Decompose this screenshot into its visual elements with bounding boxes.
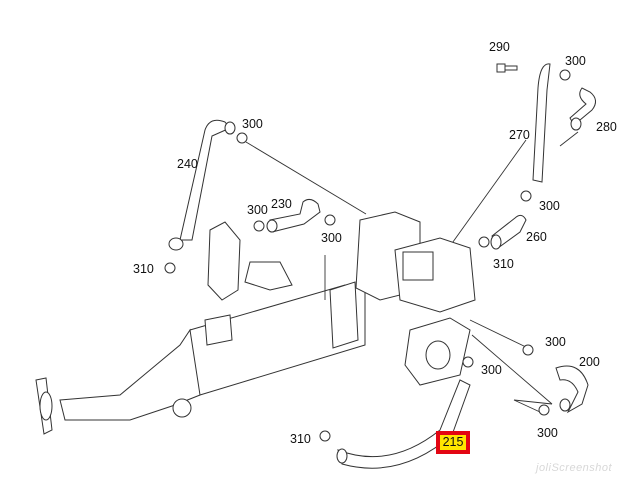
callout-300: 300 xyxy=(247,203,268,217)
hose-clamp-icons xyxy=(164,69,571,442)
callout-300: 300 xyxy=(481,363,502,377)
leader-line xyxy=(559,131,579,147)
leader-line xyxy=(513,399,541,413)
hose-230 xyxy=(269,198,321,233)
hose-280 xyxy=(569,87,596,126)
leader-line xyxy=(245,141,367,215)
callout-300: 300 xyxy=(321,231,342,245)
callout-290: 290 xyxy=(489,40,510,54)
highlighted-part-label: 215 xyxy=(440,435,466,450)
callout-240: 240 xyxy=(177,157,198,171)
callout-310: 310 xyxy=(133,262,154,276)
callout-270: 270 xyxy=(509,128,530,142)
hose-270 xyxy=(532,63,551,183)
egr-valve xyxy=(207,211,476,386)
callout-280: 280 xyxy=(596,120,617,134)
callout-230: 230 xyxy=(271,197,292,211)
hose-240 xyxy=(179,119,231,241)
callout-260: 260 xyxy=(526,230,547,244)
hose-215 xyxy=(337,379,471,469)
callout-300: 300 xyxy=(539,199,560,213)
callout-300: 300 xyxy=(565,54,586,68)
callout-300: 300 xyxy=(242,117,263,131)
hose-200 xyxy=(555,365,589,414)
leader-line xyxy=(469,319,529,349)
highlighted-part-callout[interactable]: 215 xyxy=(436,431,470,454)
egr-cooler xyxy=(35,255,366,435)
callout-310: 310 xyxy=(493,257,514,271)
callout-310: 310 xyxy=(290,432,311,446)
bolt-290 xyxy=(496,63,518,73)
callout-300: 300 xyxy=(545,335,566,349)
callout-300: 300 xyxy=(537,426,558,440)
leader-line xyxy=(471,334,553,405)
watermark: joliScreenshot xyxy=(536,462,613,474)
leader-line xyxy=(513,399,553,405)
callout-200: 200 xyxy=(579,355,600,369)
leader-line xyxy=(439,139,527,261)
